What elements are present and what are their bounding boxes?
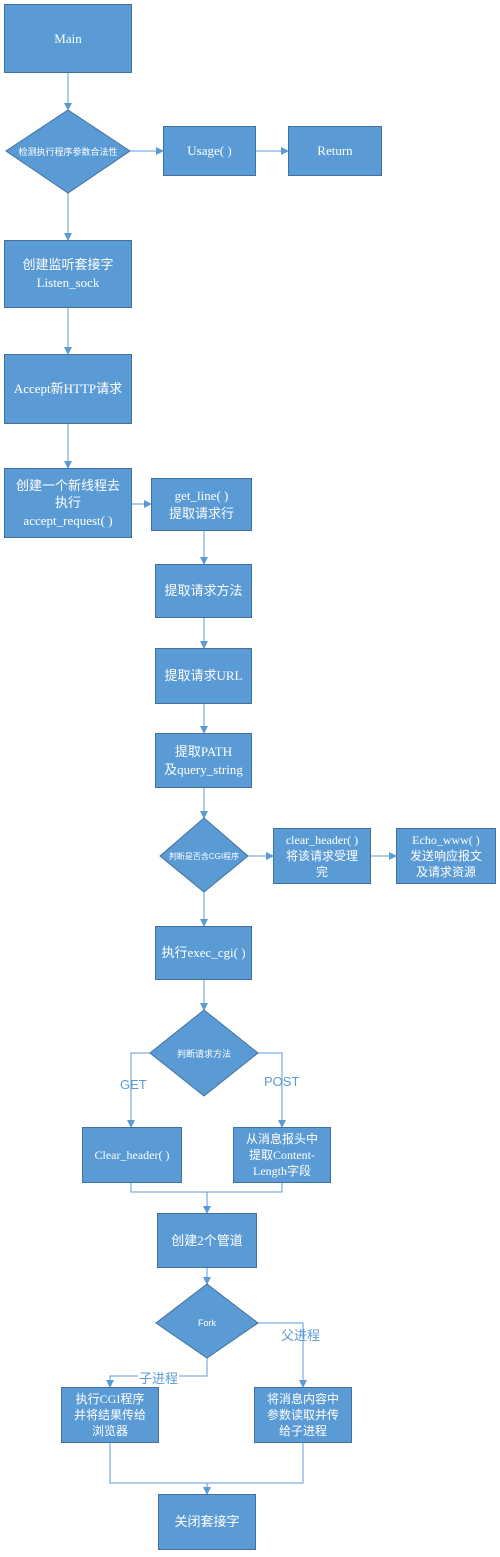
judge-method-diamond bbox=[149, 1009, 259, 1097]
main-node: Main bbox=[4, 4, 132, 73]
get-line-node: get_line( ) 提取请求行 bbox=[151, 478, 252, 531]
edge-label-parent: 父进程 bbox=[281, 1328, 321, 1343]
extract-url-node: 提取请求URL bbox=[155, 648, 252, 704]
judge-method-label: 判断请求方法 bbox=[176, 1048, 231, 1059]
create-listen-node: 创建监听套接字 Listen_sock bbox=[4, 240, 132, 308]
is-cgi-diamond bbox=[159, 817, 249, 893]
extract-path-node: 提取PATH 及query_string bbox=[155, 733, 252, 788]
return-node: Return bbox=[288, 126, 382, 176]
new-thread-node: 创建一个新线程去 执行 accept_request( ) bbox=[4, 468, 132, 538]
close-socket-node: 关闭套接字 bbox=[158, 1494, 256, 1550]
clear-header-1-node: clear_header( ) 将该请求受理 完 bbox=[273, 828, 371, 884]
extract-method-node: 提取请求方法 bbox=[155, 564, 252, 618]
is-cgi-label: 判断是否含CGI程序 bbox=[168, 851, 240, 861]
check-args-diamond bbox=[5, 109, 131, 194]
child-process-node: 执行CGI程序 并将结果传给 浏览器 bbox=[61, 1387, 159, 1443]
exec-cgi-node: 执行exec_cgi( ) bbox=[155, 926, 252, 980]
clear-header-2-node: Clear_header( ) bbox=[82, 1127, 182, 1183]
edge-label-post: POST bbox=[264, 1074, 300, 1089]
create-pipes-node: 创建2个管道 bbox=[157, 1213, 257, 1268]
edge-label-child: 子进程 bbox=[138, 1368, 180, 1387]
fork-label: Fork bbox=[198, 1318, 216, 1328]
check-args-label: 检测执行程序参数合法性 bbox=[18, 146, 118, 157]
echo-www-node: Echo_www( ) 发送响应报文 及请求资源 bbox=[396, 828, 496, 884]
extract-content-length-node: 从消息报头中 提取Content- Length字段 bbox=[233, 1127, 331, 1183]
fork-diamond bbox=[155, 1283, 259, 1359]
parent-process-node: 将消息内容中 参数读取并传 给子进程 bbox=[254, 1387, 352, 1443]
edge-label-get: GET bbox=[120, 1077, 147, 1092]
accept-node: Accept新HTTP请求 bbox=[4, 354, 132, 424]
usage-node: Usage( ) bbox=[163, 126, 256, 176]
